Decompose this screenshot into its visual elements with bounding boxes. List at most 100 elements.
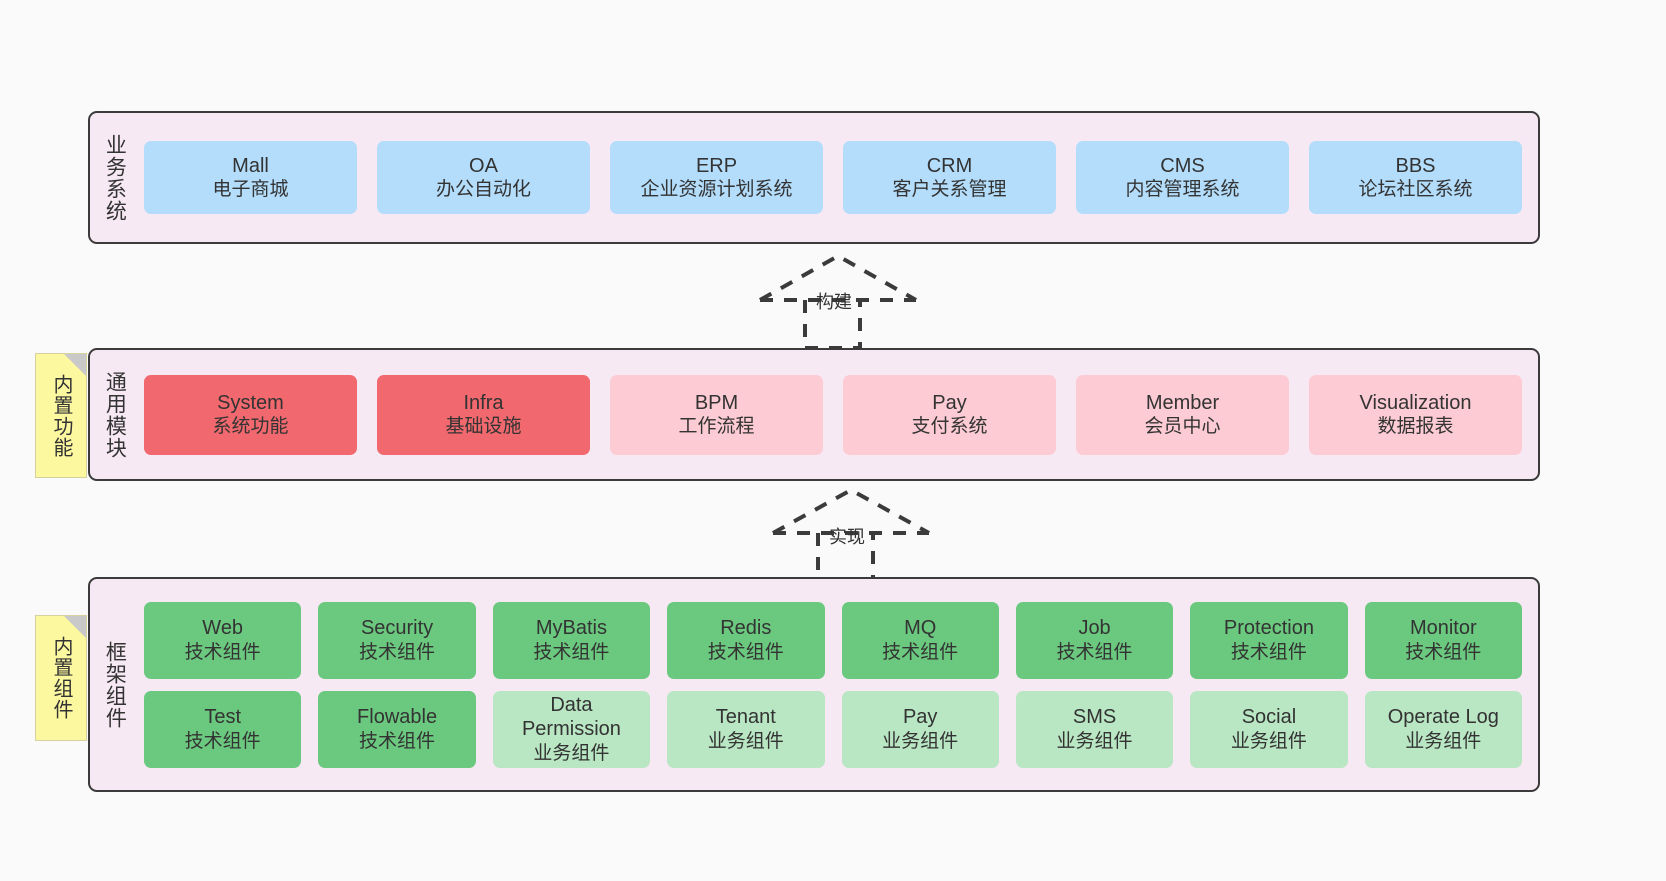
card-job[interactable]: Job 技术组件	[1015, 601, 1174, 679]
card-title: CMS	[1160, 154, 1205, 177]
arrow-build: 构建	[750, 252, 940, 352]
card-subtitle: 基础设施	[445, 416, 522, 438]
card-title: Mall	[232, 154, 269, 177]
card-title: System	[217, 391, 284, 414]
card-subtitle: 办公自动化	[435, 179, 531, 201]
card-title: Visualization	[1359, 391, 1472, 414]
card-subtitle: 业务组件	[882, 730, 959, 752]
note-builtin-components[interactable]: 内置组件	[35, 615, 87, 741]
card-subtitle: 工作流程	[678, 416, 755, 438]
page-fold-icon	[64, 616, 86, 638]
card-title: Infra	[463, 391, 504, 414]
card-subtitle: 技术组件	[533, 641, 610, 663]
card-social[interactable]: Social 业务组件	[1190, 690, 1348, 768]
card-infra[interactable]: Infra 基础设施	[377, 374, 590, 455]
card-pay-module[interactable]: Pay 支付系统	[843, 374, 1056, 455]
card-pay-component[interactable]: Pay 业务组件	[841, 690, 999, 768]
card-title: CRM	[926, 154, 973, 177]
arrow-implement-label: 实现	[829, 527, 865, 547]
card-subtitle: 技术组件	[1405, 641, 1482, 663]
arrow-build-icon	[759, 253, 917, 350]
card-subtitle: 技术组件	[1056, 641, 1133, 663]
card-subtitle: 技术组件	[184, 730, 261, 752]
card-title: Test	[204, 706, 242, 729]
card-subtitle: 会员中心	[1144, 416, 1221, 438]
card-mybatis[interactable]: MyBatis 技术组件	[492, 601, 651, 679]
layer-common-module: 通用模块 System 系统功能 Infra 基础设施 BPM 工作流程 Pay…	[88, 348, 1540, 481]
card-title: Web	[202, 617, 244, 640]
card-mq[interactable]: MQ 技术组件	[841, 601, 999, 679]
card-title: BBS	[1395, 154, 1436, 177]
card-row: Web 技术组件 Security 技术组件 MyBatis 技术组件 Redi…	[144, 601, 1522, 679]
arrow-implement: 实现	[763, 487, 953, 585]
card-cms[interactable]: CMS 内容管理系统	[1076, 141, 1289, 214]
card-title: Job	[1078, 617, 1111, 640]
card-subtitle: 业务组件	[533, 742, 610, 764]
card-row: Test 技术组件 Flowable 技术组件 Data Permission …	[144, 690, 1522, 768]
card-subtitle: 企业资源计划系统	[640, 179, 793, 201]
card-subtitle: 业务组件	[707, 730, 784, 752]
card-erp[interactable]: ERP 企业资源计划系统	[610, 141, 823, 214]
card-subtitle: 技术组件	[882, 641, 959, 663]
card-security[interactable]: Security 技术组件	[318, 601, 476, 679]
card-protection[interactable]: Protection 技术组件	[1190, 601, 1348, 679]
card-redis[interactable]: Redis 技术组件	[667, 601, 825, 679]
page-fold-icon	[64, 354, 86, 376]
card-subtitle: 技术组件	[1230, 641, 1307, 663]
card-title: MyBatis	[535, 617, 607, 640]
card-title: Security	[360, 617, 434, 640]
card-data-permission[interactable]: Data Permission 业务组件	[492, 690, 651, 768]
card-subtitle: 内容管理系统	[1125, 179, 1240, 201]
layer-business-system: 业务系统 Mall 电子商城 OA 办公自动化 ERP 企业资源计划系统 CRM…	[88, 111, 1540, 244]
card-title: ERP	[695, 154, 738, 177]
card-title: OA	[469, 154, 498, 177]
card-title: Flowable	[357, 706, 438, 729]
card-sms[interactable]: SMS 业务组件	[1015, 690, 1174, 768]
card-subtitle: 业务组件	[1056, 730, 1133, 752]
card-web[interactable]: Web 技术组件	[144, 601, 302, 679]
card-title: Pay	[902, 706, 938, 729]
card-system[interactable]: System 系统功能	[144, 374, 357, 455]
card-mall[interactable]: Mall 电子商城	[144, 141, 357, 214]
arrow-implement-icon	[772, 487, 930, 583]
card-subtitle: 技术组件	[184, 641, 261, 663]
card-tenant[interactable]: Tenant 业务组件	[667, 690, 825, 768]
layer-title-framework-component: 框架组件	[103, 640, 127, 729]
card-test[interactable]: Test 技术组件	[144, 690, 302, 768]
card-monitor[interactable]: Monitor 技术组件	[1364, 601, 1522, 679]
card-title: MQ	[904, 617, 937, 640]
layer-body-framework-component: Web 技术组件 Security 技术组件 MyBatis 技术组件 Redi…	[138, 579, 1538, 790]
card-subtitle: 系统功能	[212, 416, 289, 438]
arrow-build-label: 构建	[816, 292, 852, 312]
card-title: Member	[1145, 391, 1220, 414]
card-title: Tenant	[715, 706, 776, 729]
card-title: Monitor	[1409, 617, 1477, 640]
card-title: Pay	[932, 391, 967, 414]
card-operate-log[interactable]: Operate Log 业务组件	[1364, 690, 1522, 768]
card-subtitle: 技术组件	[707, 641, 784, 663]
card-title: BPM	[694, 391, 739, 414]
card-flowable[interactable]: Flowable 技术组件	[318, 690, 476, 768]
card-subtitle: 技术组件	[359, 730, 436, 752]
note-label: 内置组件	[50, 636, 72, 720]
card-subtitle: 业务组件	[1230, 730, 1307, 752]
note-label: 内置功能	[50, 373, 72, 458]
card-title: Data Permission	[521, 694, 621, 741]
layer-body-business-system: Mall 电子商城 OA 办公自动化 ERP 企业资源计划系统 CRM 客户关系…	[138, 113, 1538, 242]
note-builtin-functions[interactable]: 内置功能	[35, 353, 87, 478]
layer-title-common-module: 通用模块	[103, 370, 127, 459]
card-bpm[interactable]: BPM 工作流程	[610, 374, 823, 455]
card-oa[interactable]: OA 办公自动化	[377, 141, 590, 214]
card-title: Redis	[720, 617, 772, 640]
card-bbs[interactable]: BBS 论坛社区系统	[1309, 141, 1522, 214]
card-row: Mall 电子商城 OA 办公自动化 ERP 企业资源计划系统 CRM 客户关系…	[144, 141, 1522, 214]
layer-title-business-system: 业务系统	[103, 133, 127, 222]
card-title: Social	[1241, 706, 1297, 729]
card-visualization[interactable]: Visualization 数据报表	[1309, 374, 1522, 455]
card-member[interactable]: Member 会员中心	[1076, 374, 1289, 455]
card-title: Operate Log	[1387, 706, 1499, 729]
layer-body-common-module: System 系统功能 Infra 基础设施 BPM 工作流程 Pay 支付系统…	[138, 350, 1538, 479]
card-crm[interactable]: CRM 客户关系管理	[843, 141, 1056, 214]
layer-framework-component: 框架组件 Web 技术组件 Security 技术组件 MyBatis 技术组件…	[88, 577, 1540, 792]
